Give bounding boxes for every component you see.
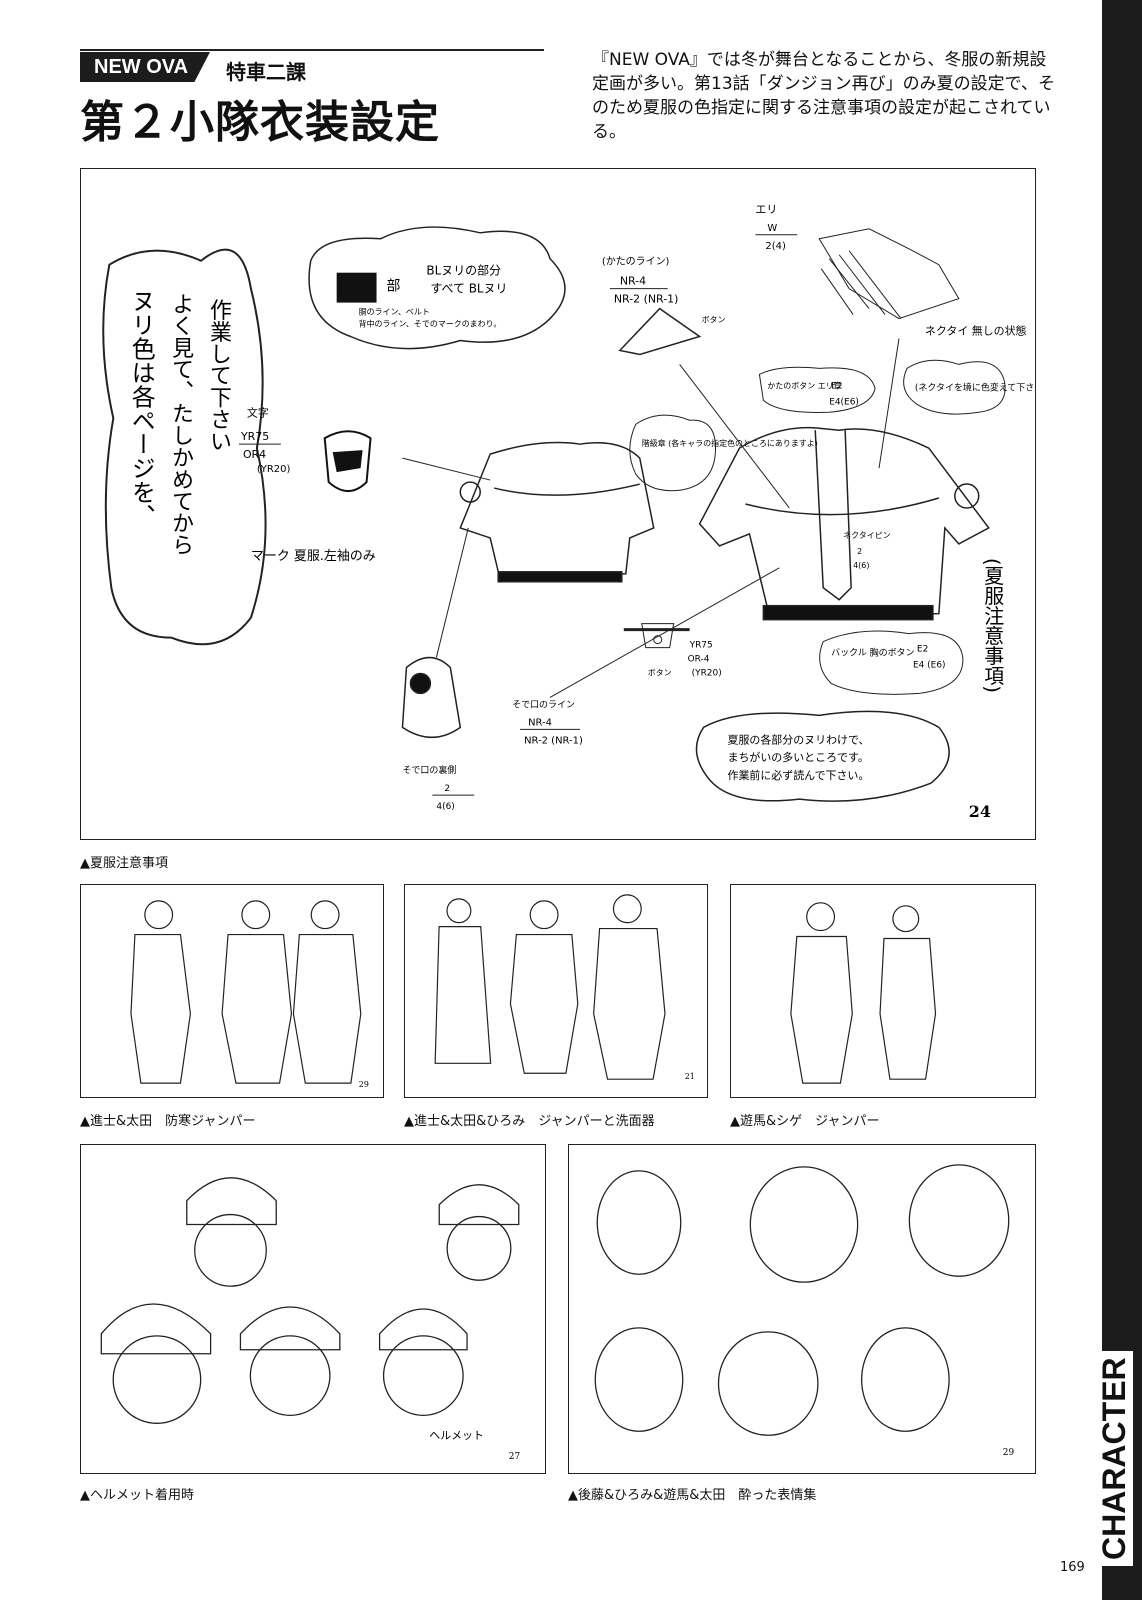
buckle-button-label: ボタン — [648, 668, 672, 677]
mark-note: マーク 夏服.左袖のみ — [251, 549, 376, 564]
back-shirt-sketch — [459, 441, 655, 583]
tiepin-code-1: 2 — [857, 547, 862, 556]
panel-3-caption: ▲遊馬&シゲ ジャンパー — [730, 1114, 880, 1129]
eri-code-1: W — [767, 223, 777, 234]
belt-code-2: OR-4 — [688, 655, 710, 665]
sheet-number: 24 — [969, 802, 991, 821]
buckle-note: バックル 胸のボタン — [831, 647, 914, 659]
necktie-note: ネクタイ 無しの状態 — [925, 324, 1027, 338]
panel-1-caption: ▲進士&太田 防寒ジャンパー — [80, 1114, 256, 1129]
kata-code-2: NR-2 (NR-1) — [614, 293, 679, 306]
kata-button-code-2: E4(E6) — [829, 397, 859, 407]
panel-asuma-shige-drawing — [790, 902, 937, 1084]
side-title: (夏服注意事項) — [981, 558, 1005, 693]
intro-text: 『NEW OVA』では冬が舞台となることから、冬服の新規設定画が多い。第13話「… — [592, 50, 1055, 142]
panel-4-caption: ▲ヘルメット着用時 — [80, 1488, 194, 1503]
vertical-note-line-2: よく見て、たしかめてから — [169, 293, 194, 557]
bottom-cloud-line-2: まちがいの多いところです。 — [727, 750, 868, 764]
panel-helmet: ヘルメット 27 — [80, 1144, 546, 1474]
collar-sketch — [818, 228, 960, 320]
section-tag: NEW OVA — [80, 52, 210, 82]
main-sheet-panel: ヌリ色は各ページを、 よく見て、たしかめてから 作業して下さい 部 BLヌリの部… — [80, 168, 1036, 840]
panel-shinshi-ota-drawing: 29 — [130, 900, 369, 1089]
kata-button-label: ボタン — [702, 316, 726, 325]
front-shirt-sketch — [698, 426, 990, 621]
panel-shinshi-ota-winter: 29 — [80, 884, 384, 1098]
cloud-small-1: 胴のライン、ベルト — [359, 308, 430, 317]
sodeguchi-code-2: NR-2 (NR-1) — [524, 735, 583, 746]
panel-2-sheet-no: 21 — [685, 1072, 695, 1081]
belt-code-3: (YR20) — [692, 668, 722, 678]
buckle-code-2: E4 (E6) — [913, 661, 946, 671]
cloud-note-2: すべて BLヌリ — [430, 282, 507, 296]
buckle-code-1: E2 — [917, 645, 928, 655]
kata-button-note: かたのボタン エリ章 — [767, 380, 841, 390]
panel-drunk-faces: 29 — [568, 1144, 1036, 1474]
vertical-note-line-1: ヌリ色は各ページを、 — [127, 289, 155, 528]
section-subtitle: 特車二課 — [226, 60, 306, 84]
sodeguchi-ura-code-2: 4(6) — [436, 802, 454, 812]
sodeguchi-label: そで口のライン — [512, 699, 575, 710]
kata-button-code-1: E2 — [831, 381, 842, 391]
side-label: CHARACTER — [1096, 1351, 1133, 1566]
header-rule — [80, 49, 544, 51]
moji-code-1: YR75 — [240, 430, 269, 443]
panel-helmet-drawing: ヘルメット 27 — [100, 1177, 521, 1462]
tiepin-code-2: 4(6) — [853, 561, 869, 570]
eri-code-2: 2(4) — [765, 241, 786, 252]
shoulder-strap-sketch — [618, 307, 702, 356]
main-sheet-caption: ▲夏服注意事項 — [80, 856, 168, 871]
panel-1-sheet-no: 29 — [359, 1080, 369, 1089]
panel-drunk-faces-drawing: 29 — [594, 1164, 1015, 1458]
sleeve-sketch — [401, 656, 462, 738]
panel-asuma-shige — [730, 884, 1036, 1098]
kaikyu-note: 階級章 (各キャラの指定色のところにありますよ) — [642, 438, 818, 448]
kata-label: (かたのライン) — [602, 256, 670, 268]
panel-4-sheet-no: 27 — [509, 1452, 521, 1462]
panel-shinshi-ota-hiromi-drawing: 21 — [434, 894, 695, 1081]
main-sheet-drawing: ヌリ色は各ページを、 よく見て、たしかめてから 作業して下さい 部 BLヌリの部… — [102, 203, 1035, 821]
bottom-cloud-line-1b: 夏服の各部分のヌリわけで、 — [727, 732, 869, 746]
page-number: 169 — [1060, 1560, 1085, 1575]
sodeguchi-code-1: NR-4 — [528, 717, 552, 728]
panel-shinshi-ota-hiromi: 21 — [404, 884, 708, 1098]
moji-code-2: OR4 — [243, 448, 266, 461]
bottom-cloud-line-3: 作業前に必ず読んで下さい。 — [727, 768, 869, 782]
sodeguchi-ura-label: そで口の裏側 — [402, 764, 456, 776]
side-bar — [1102, 0, 1142, 1600]
panel-5-sheet-no: 29 — [1003, 1448, 1015, 1458]
eri-label: エリ — [755, 203, 777, 216]
cloud-note-1: BLヌリの部分 — [426, 263, 501, 278]
bl-swatch — [336, 272, 377, 303]
kata-code-1: NR-4 — [620, 275, 646, 288]
buckle-sketch — [623, 623, 690, 649]
necktie-cloud-note: (ネクタイを境に色変えて下さい) — [915, 381, 1035, 393]
cloud-label-bu: 部 — [387, 279, 401, 295]
panel-5-caption: ▲後藤&ひろみ&遊馬&太田 酔った表情集 — [568, 1488, 817, 1503]
sodeguchi-ura-code-1: 2 — [444, 784, 450, 794]
moji-label: 文字 — [247, 405, 269, 419]
moji-code-3: (YR20) — [257, 464, 291, 475]
page-title: 第２小隊衣装設定 — [80, 97, 440, 148]
cloud-small-2: 背中のライン、そでのマークのまわり。 — [359, 319, 502, 329]
panel-2-caption: ▲進士&太田&ひろみ ジャンパーと洗面器 — [404, 1114, 655, 1129]
vertical-note-line-3: 作業して下さい — [207, 299, 232, 453]
tiepin-label: ネクタイピン — [843, 531, 891, 540]
helmet-note: ヘルメット — [429, 1429, 484, 1442]
pointer-lines — [402, 338, 900, 698]
belt-code-1: YR75 — [689, 641, 713, 651]
